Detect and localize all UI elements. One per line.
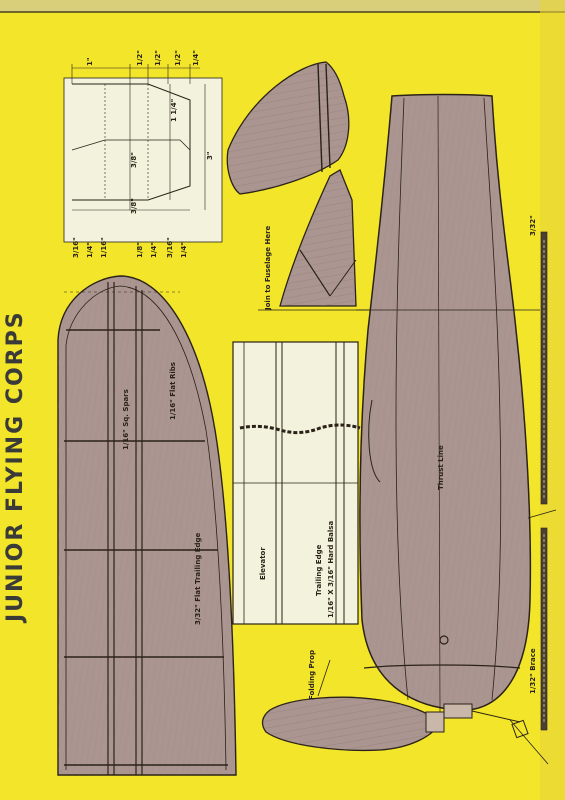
- prop-hub: [425, 711, 445, 733]
- prop-hook-icon: [439, 635, 449, 645]
- rudder-pieces: Join to Fuselage Here: [226, 61, 370, 311]
- brace-rods: 3/32" 1/32" Brace: [527, 215, 557, 731]
- label-brace-top: 3/32": [529, 215, 537, 236]
- dim-side-1: 3/8": [130, 152, 138, 168]
- dim-side-2: 3/8": [130, 198, 138, 214]
- label-elevator: Elevator: [259, 547, 267, 580]
- label-thrust-line: Thrust Line: [437, 445, 445, 490]
- dim-bottom-6: 1/4": [180, 242, 188, 258]
- dim-bottom-2: 1/16": [100, 237, 108, 258]
- prop-shaft: [471, 710, 521, 723]
- folding-prop: Folding Prop: [261, 650, 549, 765]
- label-spars: 1/16" Sq. Spars: [122, 389, 130, 450]
- detail-panel: [63, 77, 223, 243]
- label-folding-prop: Folding Prop: [308, 650, 316, 700]
- dim-side-0: 1 1/4": [170, 99, 178, 122]
- dim-bottom-0: 3/16": [72, 237, 80, 258]
- dim-top-4: 1/4": [192, 50, 200, 66]
- detail-outline: [72, 83, 191, 201]
- thrust-line: [437, 95, 441, 713]
- nose-bearing: [443, 703, 473, 719]
- sheet-title: JUNIOR FLYING CORPS: [3, 310, 28, 624]
- wing-leading-edge-line: [65, 285, 227, 771]
- dim-bottom-3: 1/8": [136, 242, 144, 258]
- top-border-strip: [0, 0, 565, 12]
- dim-top-0: 1": [86, 57, 94, 66]
- label-wing-trailing-edge: 3/32" Flat Trailing Edge: [194, 532, 202, 625]
- dim-top-2: 1/2": [154, 50, 162, 66]
- dim-bottom-5: 3/16": [166, 237, 174, 258]
- label-join-fuselage: Join to Fuselage Here: [264, 225, 272, 311]
- dim-top-1: 1/2": [136, 50, 144, 66]
- rubber-motor-icon: [239, 423, 361, 435]
- label-flat-ribs: 1/16" Flat Ribs: [169, 362, 177, 420]
- dim-top-3: 1/2": [174, 50, 182, 66]
- dimension-detail: 1" 1/2" 1/2" 1/2" 1/4" 1 1/4" 3/8" 3/8" …: [63, 50, 223, 258]
- label-trailing-edge: Trailing Edge: [315, 544, 323, 596]
- fuselage: Thrust Line: [356, 93, 540, 713]
- dim-bottom-4: 1/4": [150, 242, 158, 258]
- prop-clip-icon: [511, 719, 529, 739]
- elevator-panel: Elevator Trailing Edge 1/16" X 3/16" Har…: [232, 341, 361, 625]
- dim-side-3: 3": [206, 151, 214, 160]
- label-trailing-edge-material: 1/16" X 3/16" Hard Balsa: [327, 521, 335, 618]
- wing-panel: 1/16" Sq. Spars 1/16" Flat Ribs 3/32" Fl…: [57, 275, 237, 776]
- dim-bottom-1: 1/4": [86, 242, 94, 258]
- nose-block-line: [363, 664, 521, 669]
- label-brace: 1/32" Brace: [529, 648, 537, 694]
